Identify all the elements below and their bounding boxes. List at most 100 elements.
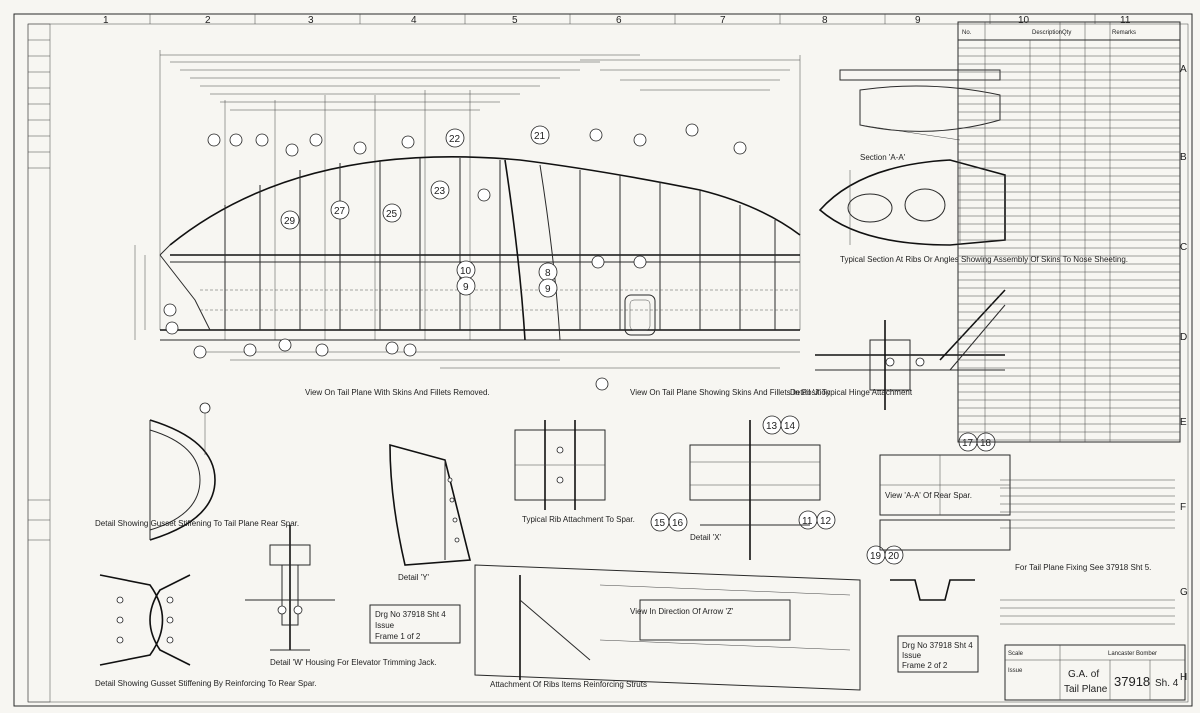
callout-circle	[330, 200, 350, 220]
sheet-border	[13, 13, 1193, 707]
stamp2-line2: Issue	[902, 651, 922, 660]
callout-circle	[780, 415, 800, 435]
tail-plane-main-view	[134, 50, 801, 369]
rear-spar-view	[879, 454, 1011, 551]
detail-j-view	[815, 289, 1006, 410]
border-number-10: 10	[1018, 15, 1030, 26]
caption-attachment-ribs: Attachment Of Ribs Items Reinforcing Str…	[490, 680, 647, 689]
callout-circle	[668, 512, 688, 532]
border-letter-e: E	[1180, 417, 1187, 428]
caption-tail-plane-fixing: For Tail Plane Fixing See 37918 Sht 5.	[1015, 563, 1151, 572]
caption-detail-j: Detail 'J' Typical Hinge Attachment	[790, 388, 913, 397]
caption-typical-section: Typical Section At Ribs Or Angles Showin…	[840, 255, 1128, 264]
caption-tail-plane-main: View On Tail Plane With Skins And Fillet…	[305, 388, 490, 397]
caption-section-aa: Section 'A-A'	[860, 153, 906, 162]
border-number-2: 2	[205, 15, 211, 26]
callout-23: 23	[434, 186, 446, 197]
title-scale-label: Scale	[1008, 651, 1024, 657]
rib-attachment-view	[514, 420, 606, 510]
parts-header-remarks: Remarks	[1112, 30, 1136, 36]
border-letter-c: C	[1180, 242, 1187, 253]
callout-9: 9	[463, 282, 469, 293]
sheet-number: Sh. 4	[1155, 678, 1179, 689]
parts-list-rows	[958, 47, 1180, 441]
stamp1-line1: Drg No 37918 Sht 4	[375, 610, 446, 619]
callout-11: 11	[802, 516, 813, 527]
revision-column	[27, 23, 51, 703]
callout-29: 29	[284, 216, 296, 227]
border-letter-a: A	[1180, 64, 1187, 75]
callout-circle	[816, 510, 836, 530]
callout-circle	[445, 128, 465, 148]
callout-circle	[382, 203, 402, 223]
border-number-1: 1	[103, 15, 109, 26]
stamp1-line2: Issue	[375, 621, 395, 630]
callout-17: 17	[962, 438, 974, 449]
caption-detail-x: Detail 'X'	[690, 533, 722, 542]
caption-detail-w: Detail 'W' Housing For Elevator Trimming…	[270, 658, 437, 667]
stamp2-line1: Drg No 37918 Sht 4	[902, 641, 973, 650]
border-letter-b: B	[1180, 152, 1187, 163]
callout-circle	[456, 276, 476, 296]
callout-20: 20	[888, 551, 900, 562]
border-number-4: 4	[411, 15, 417, 26]
detail-w-view	[245, 525, 335, 651]
notes-block	[1000, 479, 1175, 625]
stamp1-line3: Frame 1 of 2	[375, 632, 421, 641]
top-border-ticks	[149, 14, 1096, 24]
border-letter-d: D	[1180, 332, 1187, 343]
callout-12: 12	[820, 516, 832, 527]
border-number-9: 9	[915, 15, 921, 26]
callout-27: 27	[334, 206, 346, 217]
callout-circle	[538, 278, 558, 298]
caption-gusset-detail: Detail Showing Gusset Stiffening By Rein…	[95, 679, 317, 688]
caption-detail-y: Detail 'Y'	[398, 573, 430, 582]
border-letter-h: H	[1180, 672, 1187, 683]
callout-22: 22	[449, 134, 461, 145]
border-number-5: 5	[512, 15, 518, 26]
border-number-8: 8	[822, 15, 828, 26]
border-number-6: 6	[616, 15, 622, 26]
stamp2-line3: Frame 2 of 2	[902, 661, 948, 670]
callout-circle	[280, 210, 300, 230]
border-letter-f: F	[1180, 502, 1186, 513]
parts-header-qty: Qty	[1062, 30, 1071, 36]
caption-stiffeners-detail: Detail Showing Gusset Stiffening To Tail…	[95, 519, 299, 528]
parts-header-no: No.	[962, 30, 972, 36]
callout-14: 14	[784, 421, 796, 432]
callout-13: 13	[766, 421, 778, 432]
drawing-number: 37918	[1114, 674, 1150, 689]
callout-16: 16	[672, 518, 684, 529]
gusset-reinforcing-view	[99, 574, 191, 666]
callout-circle	[430, 180, 450, 200]
callout-25: 25	[386, 209, 398, 220]
drawing-stamp-2: Drg No 37918 Sht 4 Issue Frame 2 of 2	[897, 635, 979, 673]
detail-wedge-view	[389, 443, 472, 566]
border-letter-g: G	[1180, 587, 1188, 598]
callout-19: 19	[870, 551, 882, 562]
callout-10: 10	[460, 266, 472, 277]
caption-rear-spar-view: View 'A-A' Of Rear Spar.	[885, 491, 972, 500]
border-letters: A B C D E F G H	[1180, 64, 1188, 683]
arrow-z-view	[474, 564, 861, 691]
title-line2: Tail Plane	[1064, 684, 1108, 695]
callout-circle	[530, 125, 550, 145]
callout-8: 8	[545, 268, 551, 279]
border-numbers: 1 2 3 4 5 6 7 8 9 10 11	[103, 15, 1131, 26]
callout-9b: 9	[545, 284, 551, 295]
border-number-7: 7	[720, 15, 726, 26]
title-line1: G.A. of	[1068, 669, 1099, 680]
inner-border	[27, 23, 1189, 703]
callout-18: 18	[980, 438, 992, 449]
gusset-stiffening-view	[149, 402, 216, 541]
top-hat-section	[890, 579, 975, 601]
callout-21: 21	[534, 131, 546, 142]
title-company: Lancaster Bomber	[1108, 651, 1157, 657]
parts-header-description: Description	[1032, 30, 1062, 36]
caption-tail-plane-fillets: View On Tail Plane Showing Skins And Fil…	[630, 388, 830, 397]
border-number-11: 11	[1120, 15, 1131, 26]
part-bubbles	[163, 123, 747, 391]
callout-15: 15	[654, 518, 666, 529]
